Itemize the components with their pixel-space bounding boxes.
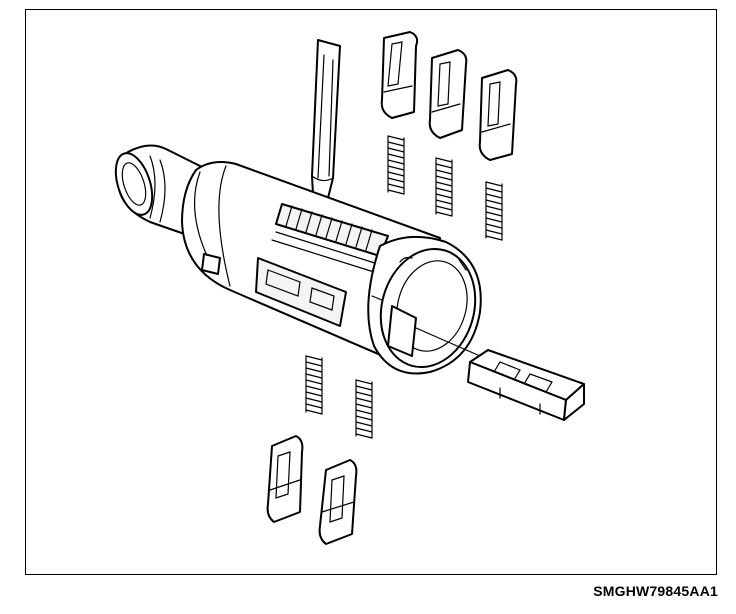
tumbler-wafer-top-2 xyxy=(428,49,468,139)
lock-cylinder xyxy=(114,144,482,375)
tumbler-wafer-top-3 xyxy=(478,69,518,161)
spring-top-3 xyxy=(485,181,503,241)
spring-top-2 xyxy=(435,157,453,217)
screwdriver xyxy=(311,39,341,215)
key-retainer xyxy=(415,327,585,421)
spring-bottom-2 xyxy=(355,379,373,439)
spring-bottom-1 xyxy=(305,355,323,415)
figure-code: SMGHW79845AA1 xyxy=(593,583,718,599)
spring-top-1 xyxy=(386,132,406,196)
tumbler-wafer-bottom-2 xyxy=(318,459,358,545)
tumbler-wafer-top-1 xyxy=(380,31,419,119)
tumbler-wafer-bottom-1 xyxy=(266,435,304,523)
